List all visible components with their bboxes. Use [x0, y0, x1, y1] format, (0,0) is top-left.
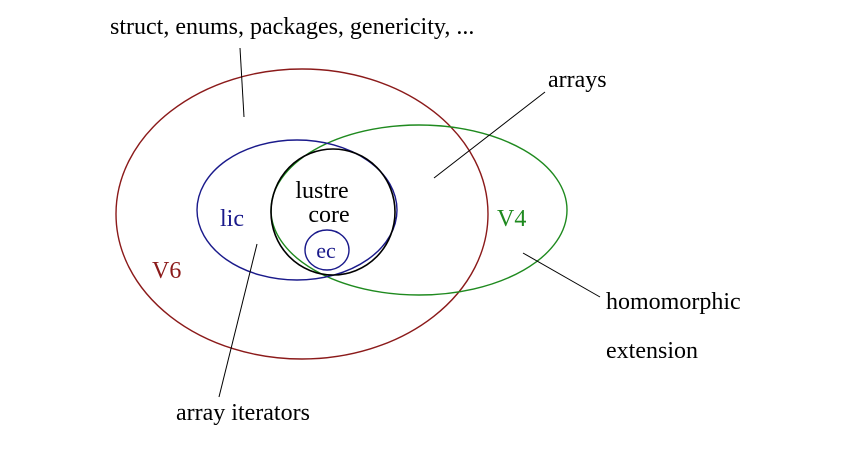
array-iterators-annotation-text: array iterators — [176, 400, 310, 426]
homomorphic-annotation-line1: homomorphic — [606, 289, 741, 315]
v6-label: V6 — [152, 258, 181, 284]
ec-label: ec — [316, 238, 336, 263]
lustre-core-label-line2: core — [308, 202, 349, 228]
homomorphic-annotation-line2: extension — [606, 338, 698, 364]
lustre-core-label-line1: lustre — [295, 178, 348, 204]
homomorphic-leader-line — [522, 252, 601, 298]
top-annotation-text: struct, enums, packages, genericity, ... — [110, 14, 474, 40]
arrays-leader-line — [433, 91, 546, 179]
lic-label: lic — [220, 206, 244, 232]
ec-set-ellipse — [304, 229, 350, 271]
arrays-annotation-text: arrays — [548, 67, 607, 93]
v6-set-ellipse — [115, 68, 489, 360]
lic-set-ellipse — [196, 139, 398, 281]
top-annotation-leader-line — [239, 47, 245, 118]
array-iterators-leader-line — [218, 243, 258, 398]
v4-label: V4 — [497, 206, 526, 232]
lustre-core-set-ellipse — [270, 148, 396, 276]
